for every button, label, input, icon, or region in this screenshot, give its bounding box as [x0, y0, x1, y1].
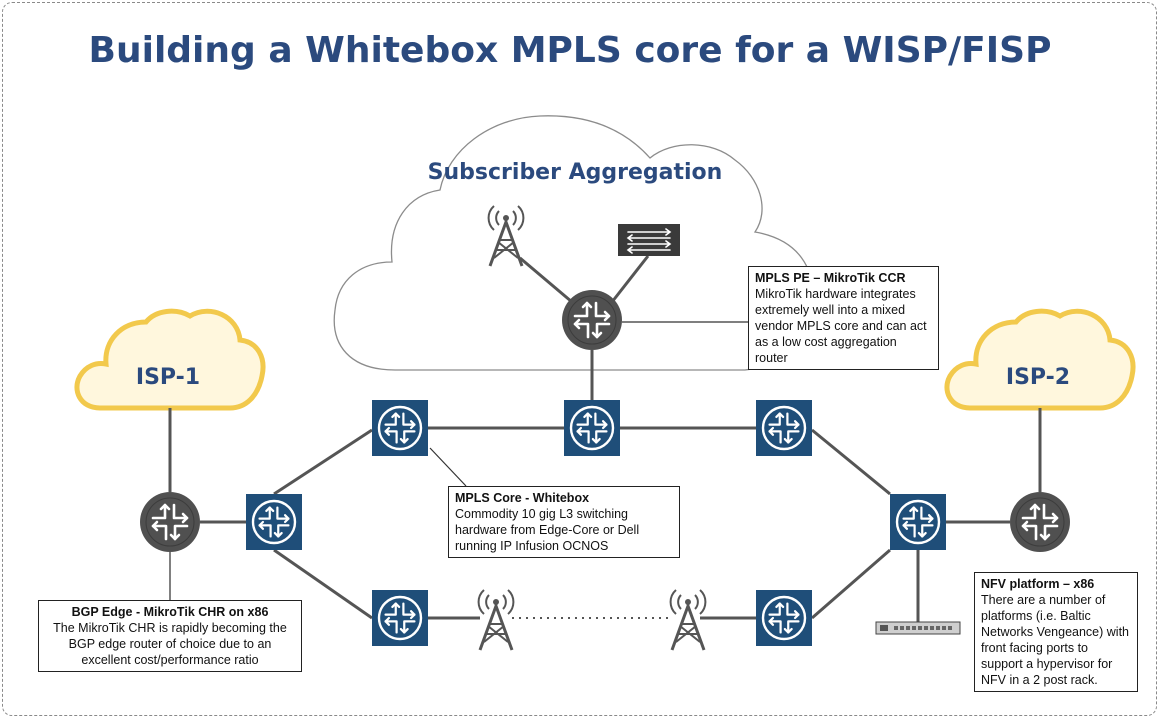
leader-core [429, 447, 467, 487]
core-router-right-icon [890, 494, 946, 550]
link-coretopr-coreright [811, 428, 891, 496]
core-router-bottom-left-icon [372, 590, 428, 646]
nfv-server-icon [875, 621, 961, 635]
callout-mpls-core-body: Commodity 10 gig L3 switching hardware f… [455, 507, 640, 553]
callout-mpls-pe-body: MikroTik hardware integrates extremely w… [755, 287, 927, 365]
callout-bgp-edge-heading: BGP Edge - MikroTik CHR on x86 [71, 605, 269, 619]
callout-mpls-pe-heading: MPLS PE – MikroTik CCR [755, 271, 906, 285]
link-pe-tower [519, 256, 573, 304]
callout-bgp-edge-body: The MikroTik CHR is rapidly becoming the… [53, 621, 287, 667]
core-router-left-icon [246, 494, 302, 550]
bgp-edge-router-icon [140, 492, 200, 552]
link-coreleft-coretopl [273, 428, 373, 496]
link-corebotr-coreright [811, 548, 891, 620]
subscriber-cloud-icon [333, 115, 814, 371]
radio-tower-right-icon [669, 588, 707, 652]
callout-bgp-edge: BGP Edge - MikroTik CHR on x86 The Mikro… [38, 600, 302, 672]
callout-nfv-body: There are a number of platforms (i.e. Ba… [981, 593, 1129, 687]
mpls-pe-router-icon [562, 290, 622, 350]
callout-mpls-pe: MPLS PE – MikroTik CCR MikroTik hardware… [748, 266, 939, 370]
callout-nfv-heading: NFV platform – x86 [981, 577, 1095, 591]
callout-mpls-core-heading: MPLS Core - Whitebox [455, 491, 590, 505]
switch-icon [618, 224, 680, 256]
core-router-bottom-right-icon [756, 590, 812, 646]
link-pe-switch [610, 255, 650, 303]
subscriber-cloud-label: Subscriber Aggregation [428, 160, 723, 185]
callout-nfv: NFV platform – x86 There are a number of… [974, 572, 1138, 692]
core-router-top-right-icon [756, 400, 812, 456]
radio-tower-left-icon [477, 588, 515, 652]
page-title: Building a Whitebox MPLS core for a WISP… [89, 30, 1052, 71]
isp2-cloud-icon [944, 308, 1136, 411]
isp1-cloud-icon [74, 308, 266, 411]
isp1-cloud-label: ISP-1 [136, 365, 200, 390]
link-group [168, 255, 1042, 622]
link-coreleft-corebotl [273, 548, 373, 620]
core-router-top-left-icon [372, 400, 428, 456]
bgp-edge-router-2-icon [1010, 492, 1070, 552]
isp2-cloud-label: ISP-2 [1006, 365, 1070, 390]
core-router-top-middle-icon [564, 400, 620, 456]
callout-mpls-core: MPLS Core - Whitebox Commodity 10 gig L3… [448, 486, 680, 558]
